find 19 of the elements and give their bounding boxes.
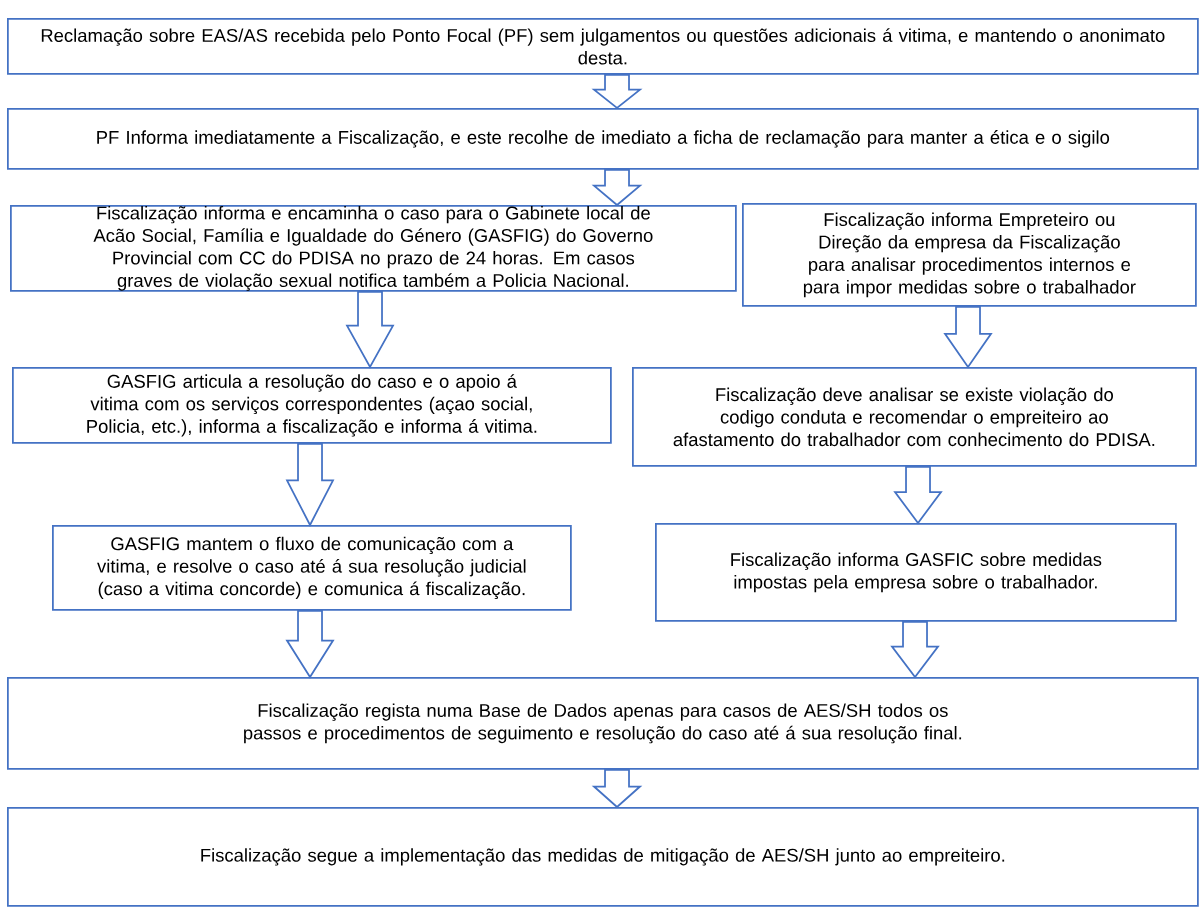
process-box: Fiscalização informa e encaminha o caso para o Gabinete local de Acão Social, Família e Igualdade do Género (GASFIG) do Governo Provincial com CC do PDISA no prazo de 24 horas. Em casos graves de violação sexual notifica também a Policia Nacional.	[10, 205, 737, 292]
block-arrow	[285, 442, 335, 527]
block-arrow	[943, 305, 993, 369]
process-box: Reclamação sobre EAS/AS recebida pelo Ponto Focal (PF) sem julgamentos ou questões adicionais á vitima, e mantendo o anonimato desta.	[7, 18, 1199, 75]
block-arrow	[591, 73, 643, 110]
process-box: Fiscalização informa Empreteiro ou Direção da empresa da Fiscalização para analisar procedimentos internos e para impor medidas sobre o trabalhador	[742, 203, 1197, 307]
process-box: GASFIG mantem o fluxo de comunicação com a vitima, e resolve o caso até á sua resolução judicial (caso a vitima concorde) e comunica á fiscalização.	[52, 525, 572, 611]
process-box: Fiscalização deve analisar se existe violação do codigo conduta e recomendar o empreiteiro ao afastamento do trabalhador com conhecimento do PDISA.	[632, 367, 1197, 467]
block-arrow	[345, 290, 395, 369]
process-box: PF Informa imediatamente a Fiscalização, e este recolhe de imediato a ficha de reclamação para manter a ética e o sigilo	[7, 108, 1199, 170]
block-arrow	[591, 768, 643, 809]
process-box: Fiscalização informa GASFIC sobre medidas impostas pela empresa sobre o trabalhador.	[655, 523, 1177, 622]
block-arrow	[591, 168, 643, 207]
process-box: Fiscalização segue a implementação das medidas de mitigação de AES/SH junto ao empreiteiro.	[7, 807, 1199, 907]
block-arrow	[893, 465, 943, 525]
block-arrow	[285, 609, 335, 679]
block-arrow	[890, 620, 940, 679]
process-box: GASFIG articula a resolução do caso e o apoio á vitima com os serviços correspondentes (açao social, Policia, etc.), informa a fiscalização e informa á vitima.	[12, 367, 612, 444]
process-box: Fiscalização regista numa Base de Dados apenas para casos de AES/SH todos os passos e procedimentos de seguimento e resolução do caso até á sua resolução final.	[7, 677, 1199, 770]
